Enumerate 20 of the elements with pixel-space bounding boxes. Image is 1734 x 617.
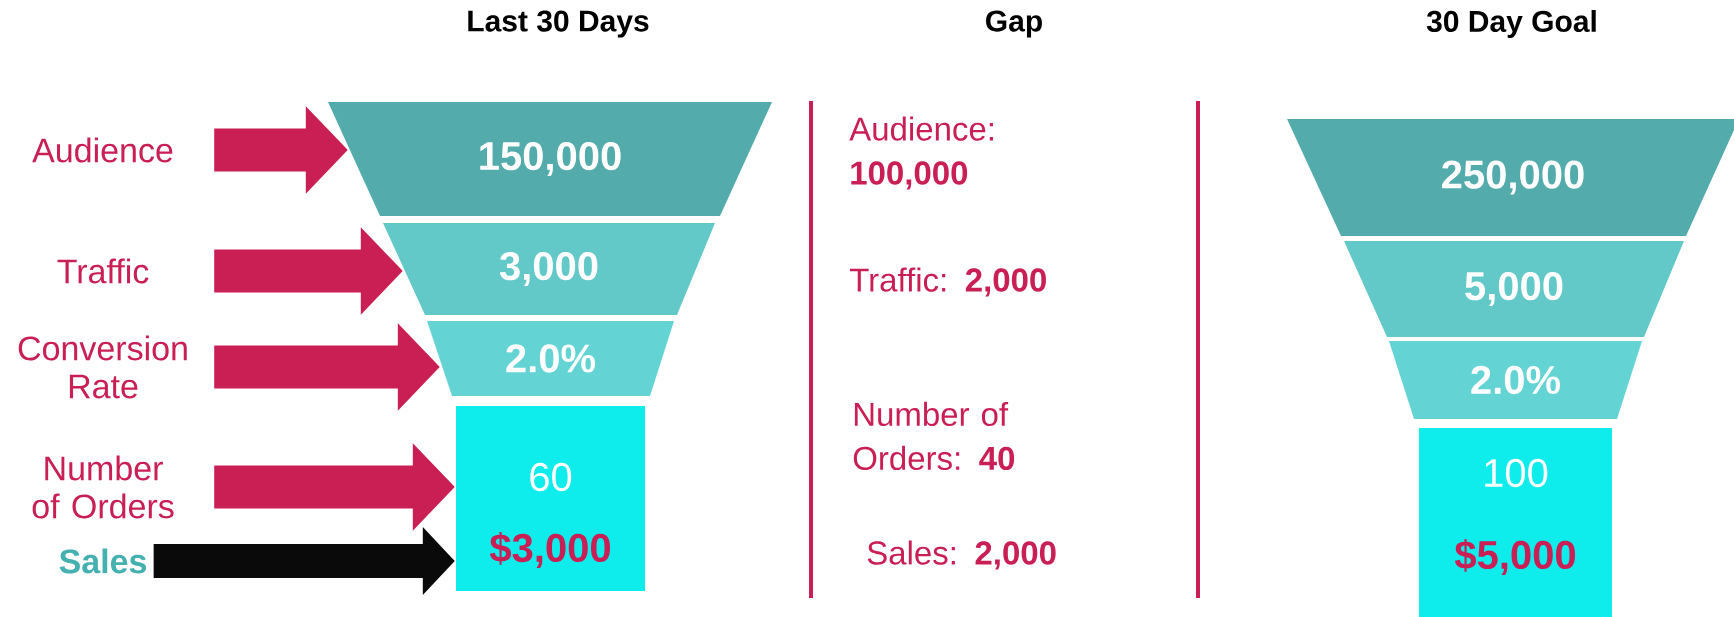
funnel-segment: 250,000 <box>1287 119 1734 236</box>
gap-text: Sales: 2,000 <box>867 540 1056 570</box>
column-heading: Last 30 Days <box>468 10 649 38</box>
funnel-segment: 2.0% <box>1389 341 1642 419</box>
column-heading: 30 Day Goal <box>1426 10 1596 38</box>
row-label: Audience <box>32 137 173 163</box>
funnel-segment: 3,000 <box>383 223 715 315</box>
row-label: Number of Orders <box>32 455 174 519</box>
row-label: Sales <box>59 548 147 574</box>
gap-text: Number of Orders: 40 <box>853 401 1015 471</box>
funnel-box: 100 $5,000 <box>1419 428 1612 617</box>
gap-text: Traffic: 2,000 <box>849 267 1046 297</box>
funnel-box: 60 $3,000 <box>456 406 645 591</box>
funnel-segment: 5,000 <box>1344 241 1684 337</box>
gap-text: Audience: 100,000 <box>849 116 993 190</box>
column-heading: Gap <box>986 10 1042 38</box>
row-label: Traffic <box>57 258 149 284</box>
funnel-segment: 150,000 <box>328 102 772 216</box>
funnel-segment: 2.0% <box>427 321 674 396</box>
row-label: Conversion Rate <box>18 335 187 399</box>
